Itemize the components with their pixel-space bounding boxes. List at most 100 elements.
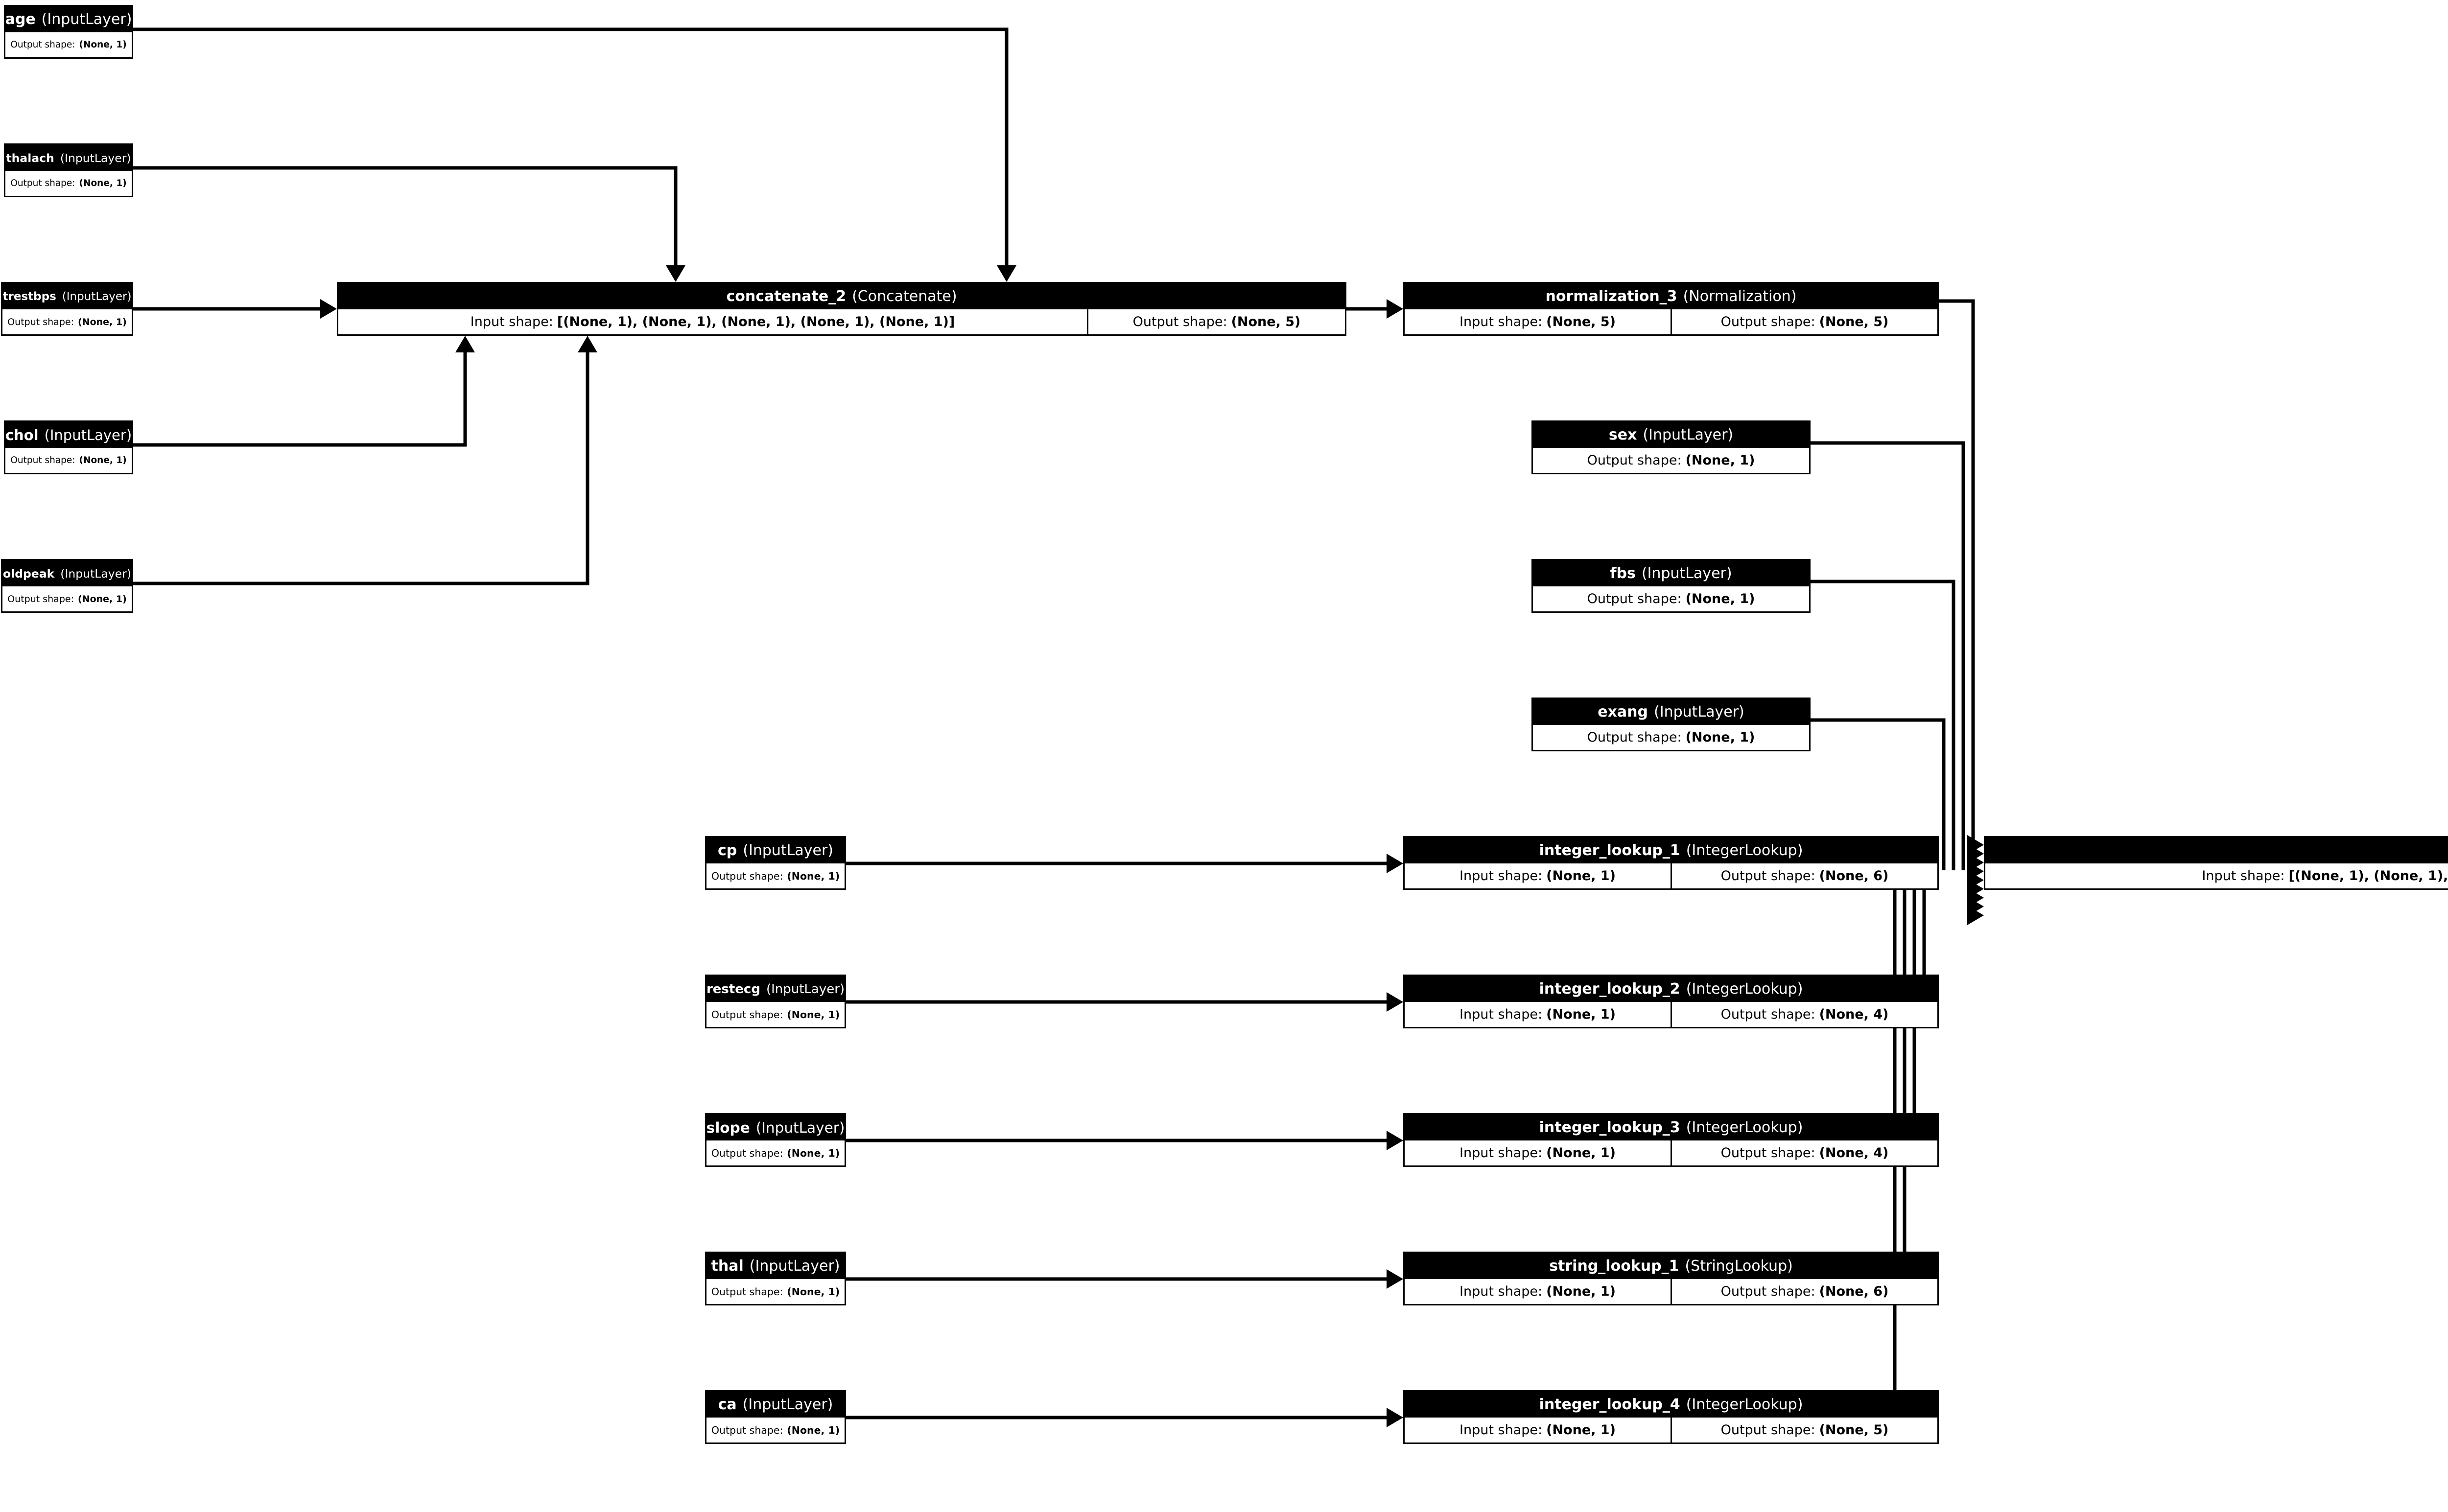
- output-shape-label-restecg: Output shape:: [711, 1008, 783, 1021]
- input-shape-cell-string_lookup_1: Input shape:(None, 1): [1405, 1279, 1671, 1304]
- layer-node-age: age(InputLayer)Output shape:(None, 1): [4, 5, 133, 59]
- layer-node-concatenate_2: concatenate_2(Concatenate)Input shape:[(…: [337, 282, 1346, 336]
- layer-type-sex: (InputLayer): [1643, 426, 1734, 443]
- layer-type-age: (InputLayer): [41, 11, 132, 28]
- layer-name-fbs: fbs: [1610, 565, 1636, 582]
- output-shape-value-chol: (None, 1): [79, 455, 127, 465]
- layer-title-fbs: fbs (InputLayer): [1533, 560, 1809, 586]
- layer-node-ca: ca(InputLayer)Output shape:(None, 1): [705, 1390, 846, 1444]
- layer-node-fbs: fbs (InputLayer) Output shape:(None, 1): [1531, 559, 1811, 613]
- arrowhead-oldpeak->concatenate_2: [578, 336, 597, 352]
- layer-title-string_lookup_1: string_lookup_1(StringLookup): [1405, 1253, 1937, 1279]
- layer-title-sex: sex(InputLayer): [1533, 422, 1809, 448]
- shape-row-ca: Output shape:(None, 1): [706, 1418, 845, 1442]
- output-shape-label-age: Output shape:: [10, 40, 75, 50]
- input-shape-value-normalization_3: (None, 5): [1546, 314, 1616, 329]
- output-shape-value-integer_lookup_1: (None, 6): [1819, 868, 1889, 884]
- layer-title-trestbps: trestbps(InputLayer): [2, 283, 132, 309]
- shape-row-integer_lookup_1: Input shape:(None, 1)Output shape:(None,…: [1405, 863, 1937, 888]
- output-shape-label-thal: Output shape:: [711, 1285, 783, 1298]
- layer-name-integer_lookup_4: integer_lookup_4: [1539, 1396, 1680, 1413]
- output-shape-value-ca: (None, 1): [787, 1424, 840, 1436]
- arrowhead-bus-1: [1967, 835, 1984, 855]
- layer-node-slope: slope(InputLayer)Output shape:(None, 1): [705, 1113, 846, 1167]
- shape-row-fbs: Output shape:(None, 1): [1533, 586, 1809, 611]
- output-shape-value-fbs: (None, 1): [1685, 591, 1755, 606]
- layer-node-cp: cp(InputLayer) Output shape: (None, 1): [705, 836, 846, 890]
- edge-fbs-to-concatenate_3: [1811, 580, 1955, 870]
- output-shape-label-string_lookup_1: Output shape:: [1720, 1284, 1815, 1299]
- edge-oldpeak-to-concatenate_2: [133, 341, 589, 585]
- input-shape-cell-normalization_3: Input shape:(None, 5): [1405, 309, 1671, 334]
- layer-title-chol: chol(InputLayer): [5, 422, 132, 448]
- layer-node-concatenate_3: concatenate_3(Concatenate)Input shape:[(…: [1984, 836, 2448, 890]
- output-shape-cell-fbs: Output shape:(None, 1): [1533, 586, 1809, 611]
- output-shape-label-integer_lookup_1: Output shape:: [1720, 868, 1815, 884]
- shape-row-oldpeak: Output shape:(None, 1): [2, 586, 132, 611]
- layer-title-slope: slope(InputLayer): [706, 1115, 845, 1140]
- arrowhead-chol->concatenate_2: [455, 336, 475, 352]
- layer-type-integer_lookup_1: (IntegerLookup): [1686, 842, 1803, 859]
- input-shape-value-integer_lookup_1: (None, 1): [1546, 868, 1616, 884]
- input-shape-value-concatenate_3: [(None, 1), (None, 1), (None, 1), (None,…: [2288, 868, 2448, 884]
- input-shape-label-integer_lookup_4: Input shape:: [1459, 1422, 1543, 1438]
- input-shape-label-string_lookup_1: Input shape:: [1459, 1284, 1543, 1299]
- arrowhead-ca->integer_lookup_4: [1387, 1408, 1403, 1427]
- output-shape-value-trestbps: (None, 1): [77, 316, 127, 327]
- input-shape-cell-concatenate_3: Input shape:[(None, 1), (None, 1), (None…: [1985, 863, 2448, 888]
- output-shape-cell-restecg: Output shape:(None, 1): [706, 1002, 845, 1027]
- shape-row-exang: Output shape:(None, 1): [1533, 725, 1809, 750]
- output-shape-cell-ca: Output shape:(None, 1): [706, 1418, 845, 1442]
- edge-age-to-concatenate_2: [133, 27, 1009, 277]
- arrowhead-thalach->concatenate_2: [666, 265, 685, 282]
- arrowhead-bus-4: [1967, 861, 1984, 881]
- input-shape-cell-integer_lookup_2: Input shape:(None, 1): [1405, 1002, 1671, 1027]
- output-shape-label-cp: Output shape:: [711, 870, 783, 882]
- layer-type-integer_lookup_2: (IntegerLookup): [1686, 980, 1803, 998]
- input-shape-value-integer_lookup_3: (None, 1): [1546, 1145, 1616, 1161]
- layer-type-integer_lookup_4: (IntegerLookup): [1686, 1396, 1803, 1413]
- input-shape-label-concatenate_2: Input shape:: [470, 314, 553, 329]
- layer-name-slope: slope: [706, 1119, 750, 1136]
- output-shape-cell-concatenate_2: Output shape:(None, 5): [1088, 309, 1345, 334]
- input-shape-label-normalization_3: Input shape:: [1459, 314, 1543, 329]
- layer-name-integer_lookup_3: integer_lookup_3: [1539, 1119, 1680, 1136]
- layer-node-string_lookup_1: string_lookup_1(StringLookup)Input shape…: [1403, 1252, 1939, 1305]
- arrowhead-age->concatenate_2: [997, 265, 1016, 282]
- layer-name-trestbps: trestbps: [2, 290, 56, 303]
- output-shape-label-concatenate_2: Output shape:: [1132, 314, 1227, 329]
- output-shape-value-cp: (None, 1): [787, 870, 840, 882]
- layer-name-age: age: [5, 11, 36, 28]
- layer-title-exang: exang(InputLayer): [1533, 699, 1809, 725]
- layer-type-integer_lookup_3: (IntegerLookup): [1686, 1119, 1803, 1136]
- layer-node-thalach: thalach(InputLayer)Output shape:(None, 1…: [4, 143, 133, 197]
- layer-type-chol: (InputLayer): [44, 426, 132, 443]
- output-shape-value-slope: (None, 1): [787, 1147, 840, 1159]
- input-shape-label-integer_lookup_2: Input shape:: [1459, 1007, 1543, 1022]
- output-shape-cell-oldpeak: Output shape:(None, 1): [2, 586, 132, 611]
- layer-name-exang: exang: [1598, 703, 1648, 721]
- arrowhead-trestbps->concatenate_2: [320, 299, 337, 319]
- output-shape-value-thalach: (None, 1): [79, 178, 127, 188]
- layer-name-thal: thal: [711, 1257, 744, 1275]
- layer-name-restecg: restecg: [706, 981, 760, 997]
- arrowhead-restecg->integer_lookup_2: [1387, 992, 1403, 1012]
- layer-type-fbs: (InputLayer): [1641, 565, 1732, 582]
- input-shape-cell-integer_lookup_1: Input shape:(None, 1): [1405, 863, 1671, 888]
- layer-node-normalization_3: normalization_3(Normalization)Input shap…: [1403, 282, 1939, 336]
- input-shape-cell-concatenate_2: Input shape:[(None, 1), (None, 1), (None…: [338, 309, 1087, 334]
- layer-title-thal: thal(InputLayer): [706, 1253, 845, 1279]
- output-shape-value-thal: (None, 1): [787, 1285, 840, 1298]
- input-shape-value-string_lookup_1: (None, 1): [1546, 1284, 1616, 1299]
- input-shape-cell-integer_lookup_4: Input shape:(None, 1): [1405, 1418, 1671, 1442]
- output-shape-cell-integer_lookup_1: Output shape:(None, 6): [1672, 863, 1937, 888]
- layer-title-integer_lookup_4: integer_lookup_4 (IntegerLookup): [1405, 1392, 1937, 1418]
- arrowhead-bus-7: [1967, 888, 1984, 907]
- shape-row-integer_lookup_2: Input shape:(None, 1)Output shape:(None,…: [1405, 1002, 1937, 1027]
- layer-title-cp: cp(InputLayer): [706, 837, 845, 863]
- layer-name-cp: cp: [718, 842, 737, 859]
- shape-row-string_lookup_1: Input shape:(None, 1) Output shape: (None,…: [1405, 1279, 1937, 1304]
- layer-type-normalization_3: (Normalization): [1683, 288, 1797, 305]
